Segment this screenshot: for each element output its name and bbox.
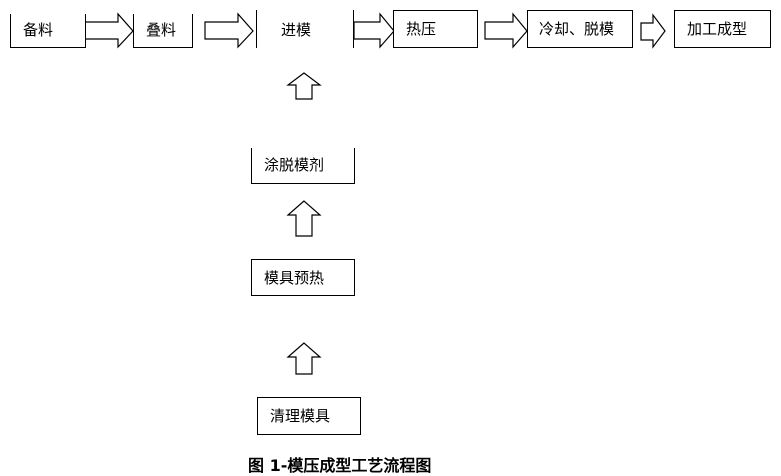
arrow-right-5 [640,13,666,49]
arrow-up-2 [286,200,322,237]
step-preheat: 模具预热 [251,259,355,296]
step-clean: 清理模具 [257,397,361,435]
step-cool-demold: 冷却、脱模 [527,10,633,48]
step-stack: 叠料 [133,14,193,48]
arrow-up-1 [286,72,322,100]
figure-caption: 图 1-模压成型工艺流程图 [248,456,432,475]
step-cool-demold-label: 冷却、脱模 [539,20,615,38]
step-load-label: 进模 [281,21,312,39]
arrow-right-4 [484,12,528,49]
arrow-right-3 [353,12,395,49]
step-clean-label: 清理模具 [270,407,331,425]
step-load: 进模 [256,10,354,48]
step-stack-label: 叠料 [146,21,177,39]
step-prepare-label: 备料 [23,21,54,39]
step-machining-label: 加工成型 [687,20,748,38]
step-preheat-label: 模具预热 [264,269,325,287]
step-hot-press: 热压 [393,10,478,48]
arrow-right-2 [204,12,254,49]
step-release-agent: 涂脱模剂 [251,148,355,184]
arrow-up-3 [286,342,322,375]
step-machining: 加工成型 [674,10,771,48]
step-release-agent-label: 涂脱模剂 [264,156,325,174]
arrow-right-1 [84,12,134,49]
step-prepare: 备料 [10,14,86,48]
step-hot-press-label: 热压 [406,20,437,38]
